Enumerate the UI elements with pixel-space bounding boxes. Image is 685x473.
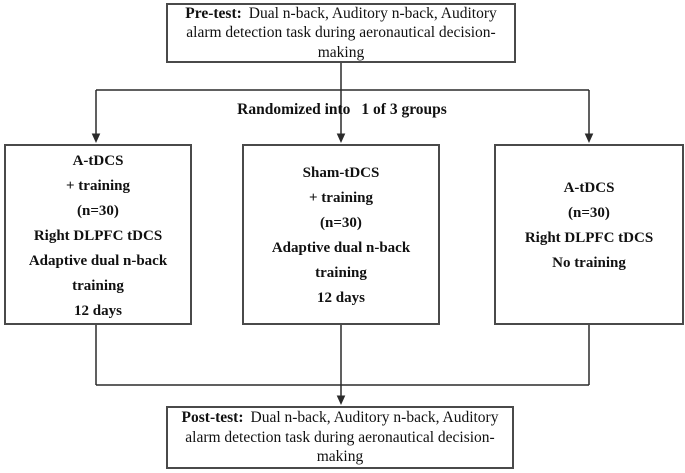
group-line: training (315, 265, 367, 281)
pretest-text: Pre-test:Dual n-back, Auditory n-back, A… (174, 4, 508, 63)
pretest-box: Pre-test:Dual n-back, Auditory n-back, A… (166, 3, 516, 63)
arrowhead-center-group (336, 133, 346, 143)
group-box-a-tdcs-no-training: A-tDCS (n=30) Right DLPFC tDCS No traini… (494, 144, 684, 325)
group-line: + training (66, 178, 130, 194)
group-line: No training (552, 254, 626, 271)
group-line: + training (309, 190, 373, 206)
group-box-sham-tdcs-training: Sham-tDCS + training (n=30) Adaptive dua… (242, 144, 440, 325)
group-line: Right DLPFC tDCS (524, 229, 654, 246)
group-line: 12 days (317, 290, 365, 306)
pretest-description: Dual n-back, Auditory n-back, Auditory a… (186, 4, 497, 61)
arrowhead-posttest (336, 395, 346, 405)
posttest-text: Post-test:Dual n-back, Auditory n-back, … (174, 408, 506, 467)
randomization-label: Randomized into 1 of 3 groups (120, 101, 564, 119)
group-line: Adaptive dual n-back (28, 253, 168, 269)
pretest-label: Pre-test: (185, 4, 242, 22)
group-line: A-tDCS (72, 153, 124, 169)
group-line: 12 days (74, 303, 122, 319)
randomization-label-part1: Randomized into (237, 101, 351, 118)
group-line: training (72, 278, 124, 294)
group-line: (n=30) (568, 204, 610, 221)
arrowhead-left-group (91, 133, 101, 143)
group-line: Sham-tDCS (302, 165, 380, 181)
arrowhead-right-group (584, 133, 594, 143)
posttest-label: Post-test: (181, 409, 244, 427)
randomization-label-part2: 1 of 3 groups (361, 101, 447, 118)
group-line: (n=30) (320, 215, 362, 231)
group-line: Adaptive dual n-back (271, 240, 411, 256)
group-line: A-tDCS (563, 179, 615, 196)
group-line: Right DLPFC tDCS (33, 228, 163, 244)
group-box-a-tdcs-training: A-tDCS + training (n=30) Right DLPFC tDC… (4, 144, 192, 325)
posttest-box: Post-test:Dual n-back, Auditory n-back, … (166, 406, 514, 469)
group-line: (n=30) (77, 203, 119, 219)
posttest-description: Dual n-back, Auditory n-back, Auditory a… (185, 409, 499, 466)
